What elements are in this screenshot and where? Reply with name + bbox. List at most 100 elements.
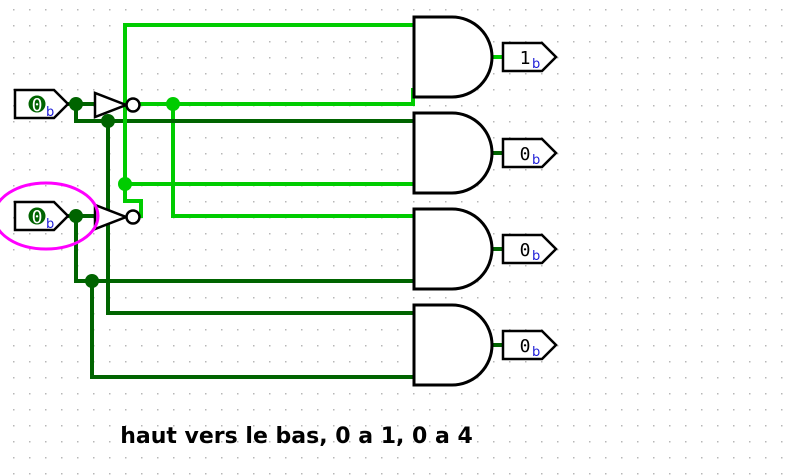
- grid-dot: [13, 409, 15, 411]
- grid-dot: [13, 313, 15, 315]
- junction-a-2: [101, 114, 115, 128]
- grid-dot: [589, 89, 591, 91]
- grid-dot: [669, 441, 671, 443]
- grid-dot: [557, 25, 559, 27]
- grid-dot: [333, 9, 335, 11]
- not-gate-b[interactable]: [93, 203, 141, 231]
- grid-dot: [317, 265, 319, 267]
- grid-dot: [253, 89, 255, 91]
- grid-dot: [781, 57, 783, 59]
- grid-dot: [93, 57, 95, 59]
- grid-dot: [717, 105, 719, 107]
- grid-dot: [477, 425, 479, 427]
- grid-dot: [365, 345, 367, 347]
- grid-dot: [605, 393, 607, 395]
- grid-dot: [237, 233, 239, 235]
- grid-dot: [605, 201, 607, 203]
- grid-dot: [541, 409, 543, 411]
- grid-dot: [61, 361, 63, 363]
- grid-dot: [221, 393, 223, 395]
- grid-dot: [589, 169, 591, 171]
- grid-dot: [717, 457, 719, 459]
- grid-dot: [125, 409, 127, 411]
- grid-dot: [205, 441, 207, 443]
- grid-dot: [717, 313, 719, 315]
- grid-dot: [621, 249, 623, 251]
- grid-dot: [381, 329, 383, 331]
- grid-dot: [221, 137, 223, 139]
- grid-dot: [781, 281, 783, 283]
- grid-dot: [605, 281, 607, 283]
- grid-dot: [237, 89, 239, 91]
- grid-dot: [61, 473, 63, 475]
- grid-dot: [541, 9, 543, 11]
- grid-dot: [349, 345, 351, 347]
- grid-dot: [669, 153, 671, 155]
- grid-dot: [685, 377, 687, 379]
- grid-dot: [685, 121, 687, 123]
- grid-dot: [189, 9, 191, 11]
- grid-dot: [189, 393, 191, 395]
- input-pin-b[interactable]: 0 b: [13, 200, 70, 232]
- grid-dot: [77, 441, 79, 443]
- grid-dot: [173, 73, 175, 75]
- not-gate-a[interactable]: [93, 91, 141, 119]
- grid-dot: [557, 137, 559, 139]
- grid-dot: [701, 57, 703, 59]
- grid-dot: [285, 57, 287, 59]
- grid-dot: [477, 297, 479, 299]
- grid-dot: [653, 425, 655, 427]
- grid-dot: [333, 41, 335, 43]
- grid-dot: [317, 233, 319, 235]
- grid-dot: [253, 137, 255, 139]
- grid-dot: [397, 425, 399, 427]
- grid-dot: [221, 425, 223, 427]
- grid-dots: [13, 9, 783, 475]
- and-gate-1[interactable]: [412, 15, 494, 99]
- grid-dot: [621, 201, 623, 203]
- grid-dot: [221, 457, 223, 459]
- grid-dot: [557, 153, 559, 155]
- grid-dot: [701, 329, 703, 331]
- grid-dot: [557, 233, 559, 235]
- grid-dot: [189, 297, 191, 299]
- grid-dot: [717, 361, 719, 363]
- grid-dot: [621, 473, 623, 475]
- grid-dot: [285, 249, 287, 251]
- grid-dot: [589, 185, 591, 187]
- grid-dot: [509, 457, 511, 459]
- grid-dot: [157, 297, 159, 299]
- grid-dot: [205, 57, 207, 59]
- grid-dot: [573, 217, 575, 219]
- grid-dot: [269, 233, 271, 235]
- grid-dot: [621, 361, 623, 363]
- grid-dot: [317, 297, 319, 299]
- grid-dot: [29, 377, 31, 379]
- grid-dot: [685, 41, 687, 43]
- grid-dot: [93, 393, 95, 395]
- grid-dot: [573, 313, 575, 315]
- grid-dot: [589, 73, 591, 75]
- grid-dot: [701, 89, 703, 91]
- grid-dot: [301, 137, 303, 139]
- grid-dot: [253, 329, 255, 331]
- and-gate-3[interactable]: [412, 207, 494, 291]
- and-gate-2[interactable]: [412, 111, 494, 195]
- grid-dot: [189, 249, 191, 251]
- grid-dot: [765, 313, 767, 315]
- grid-dot: [589, 281, 591, 283]
- and-gate-4[interactable]: [412, 303, 494, 387]
- grid-dot: [237, 409, 239, 411]
- grid-dot: [557, 409, 559, 411]
- grid-dot: [381, 89, 383, 91]
- grid-dot: [13, 329, 15, 331]
- grid-dot: [381, 137, 383, 139]
- grid-dot: [429, 393, 431, 395]
- grid-dot: [13, 361, 15, 363]
- grid-dot: [317, 361, 319, 363]
- grid-dot: [605, 361, 607, 363]
- input-pin-a[interactable]: 0 b: [13, 88, 70, 120]
- grid-dot: [669, 73, 671, 75]
- grid-dot: [669, 41, 671, 43]
- grid-dot: [477, 441, 479, 443]
